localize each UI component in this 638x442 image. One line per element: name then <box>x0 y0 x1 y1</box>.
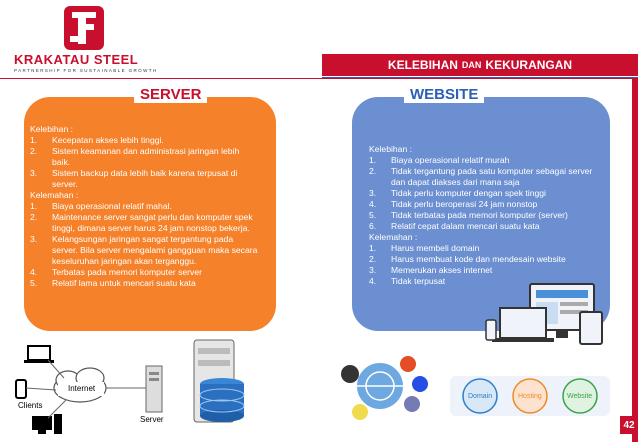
server-tower-icon <box>145 365 163 413</box>
clients-label: Clients <box>18 401 42 410</box>
header-divider <box>0 78 638 79</box>
company-name: KRAKATAU STEEL <box>14 52 139 67</box>
server-panel <box>24 97 276 331</box>
website-kelebihan-label: Kelebihan : <box>369 144 413 154</box>
list-item: 2.Sistem keamanan dan administrasi jarin… <box>30 146 240 167</box>
right-accent-bar <box>632 78 638 442</box>
server-kelebihan-label: Kelebihan : <box>30 124 74 134</box>
banner-text-1: KELEBIHAN <box>387 58 458 72</box>
list-item: 4.Tidak terpusat <box>369 276 446 286</box>
banner-text-2: DAN <box>461 60 482 70</box>
laptop-icon <box>24 345 54 363</box>
client-server-illustration: Internet Clients Server <box>15 339 245 434</box>
phone-icon <box>15 379 27 399</box>
company-logo: KRAKATAU STEEL PARTNERSHIP FOR SUSTAINAB… <box>6 4 156 76</box>
domain-label: Domain <box>468 393 492 400</box>
list-item: 3.Sistem backup data lebih baik karena t… <box>30 168 238 189</box>
server-list: Kelebihan : 1.Kecepatan akses lebih ting… <box>30 124 258 289</box>
page-number: 42 <box>620 416 638 434</box>
domain-hosting-website-icon <box>450 376 610 416</box>
list-item: 5.Tidak terbatas pada memori komputer (s… <box>369 210 568 220</box>
web-globe-icon <box>355 361 405 411</box>
web-tech-badges-icon <box>341 356 428 420</box>
phone-icon <box>485 319 497 341</box>
server-title: SERVER <box>134 86 208 103</box>
list-item: 5.Relatif lama untuk mencari suatu kata <box>30 278 196 288</box>
list-item: 2.Tidak tergantung pada satu komputer se… <box>369 166 593 187</box>
tablet-icon <box>579 311 603 345</box>
website-title: WEBSITE <box>404 86 485 103</box>
desktop-icon <box>32 414 62 434</box>
banner-text-3: KEKURANGAN <box>485 58 573 72</box>
list-item: 4.Terbatas pada memori komputer server <box>30 267 202 277</box>
list-item: 2.Maintenance server sangat perlu dan ko… <box>30 212 253 233</box>
list-item: 6.Relatif cepat dalam mencari suatu kata <box>369 221 540 231</box>
hosting-label: Hosting <box>518 393 542 400</box>
list-item: 1.Biaya operasional relatif mahal. <box>30 201 172 211</box>
database-icon <box>199 378 245 422</box>
website-kekurangan-label: Kelemahan : <box>369 232 418 242</box>
internet-label: Internet <box>68 384 96 393</box>
website-illustration: Domain Hosting Website <box>341 283 610 420</box>
list-item: 1.Kecepatan akses lebih tinggi. <box>30 135 164 145</box>
internet-cloud-icon <box>53 367 107 403</box>
server-kekurangan-label: Kelemahan : <box>30 190 79 200</box>
list-item: 2.Harus membuat kode dan mendesain websi… <box>369 254 566 264</box>
list-item: 3.Tidak perlu komputer dengan spek tingg… <box>369 188 546 198</box>
list-item: 3.Kelangsungan jaringan sangat tergantun… <box>30 234 258 266</box>
server-label: Server <box>140 415 164 424</box>
krakatau-logo-icon <box>64 6 104 50</box>
website-label: Website <box>567 393 592 400</box>
list-item: 3.Memerukan akses internet <box>369 265 493 275</box>
list-item: 1.Biaya operasional relatif murah <box>369 155 510 165</box>
list-item: 4.Tidak perlu beroperasi 24 jam nonstop <box>369 199 538 209</box>
website-list: Kelebihan : 1.Biaya operasional relatif … <box>369 144 597 287</box>
banner-underline <box>322 77 638 78</box>
slide-banner: KELEBIHAN DAN KEKURANGAN <box>322 54 638 76</box>
laptop-icon <box>492 307 554 342</box>
list-item: 1.Harus membeli domain <box>369 243 480 253</box>
company-tagline: PARTNERSHIP FOR SUSTAINABLE GROWTH <box>14 68 158 73</box>
